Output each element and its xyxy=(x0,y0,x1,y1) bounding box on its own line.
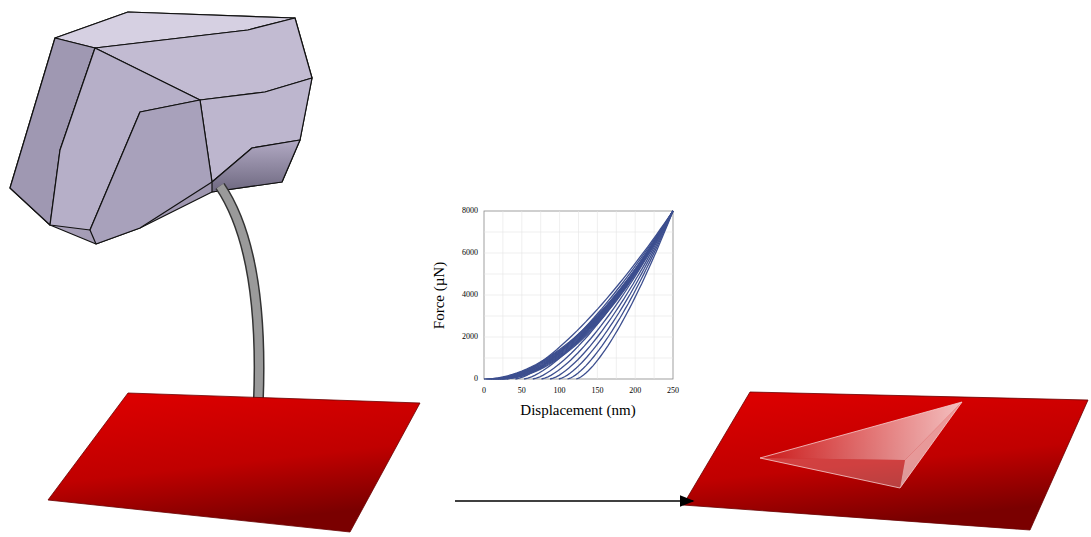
grid-line xyxy=(484,232,673,233)
loading-curve xyxy=(491,211,673,379)
grid-line xyxy=(484,316,673,317)
loading-curve xyxy=(502,211,673,379)
loading-curve xyxy=(495,211,673,379)
tick-label: 50 xyxy=(518,387,526,395)
unloading-curve xyxy=(533,211,673,379)
tick-label: 150 xyxy=(591,387,603,395)
unloading-curve xyxy=(507,211,673,379)
indenter-tip xyxy=(10,12,312,244)
tick-label: 4000 xyxy=(462,291,478,299)
unloading-curve xyxy=(524,211,673,379)
process-arrow xyxy=(455,500,693,502)
loading-curve xyxy=(493,211,673,379)
unloading-curve xyxy=(576,211,673,379)
tick-label: 200 xyxy=(629,387,641,395)
indent-mark xyxy=(760,402,962,488)
tick-label: 6000 xyxy=(462,249,478,257)
tick-label: 8000 xyxy=(462,207,478,215)
indented-plate xyxy=(683,392,1088,530)
grid-line xyxy=(484,295,673,296)
loading-curve xyxy=(489,211,674,379)
tick-label: 100 xyxy=(554,387,566,395)
loading-curve xyxy=(486,211,673,379)
tick-label: 0 xyxy=(482,387,486,395)
tick-label: 0 xyxy=(474,375,478,383)
axis-title: Displacement (nm) xyxy=(520,403,635,418)
loading-curve xyxy=(484,211,673,379)
loading-curve xyxy=(498,211,673,379)
sample-plate xyxy=(48,393,420,532)
unloading-curve xyxy=(515,211,673,379)
tick-label: 2000 xyxy=(462,333,478,341)
tick-label: 250 xyxy=(667,387,679,395)
force-displacement-chart xyxy=(484,211,673,379)
axis-title: Force (µN) xyxy=(433,261,448,328)
unloading-curve xyxy=(559,211,673,379)
unloading-curve xyxy=(550,211,673,379)
loading-curve xyxy=(500,211,673,379)
